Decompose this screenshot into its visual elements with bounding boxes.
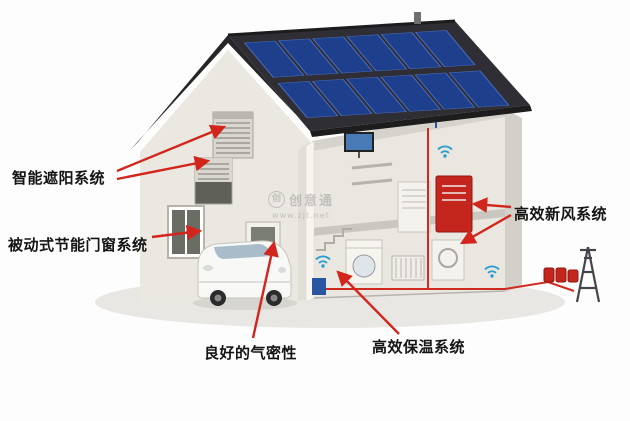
label-passive-windows-system: 被动式节能门窗系统 [8, 236, 148, 254]
arrow-insulation [336, 270, 400, 335]
radiator [391, 255, 425, 281]
arrow-airtightness [251, 240, 279, 339]
right-end-wall [505, 109, 522, 292]
shelf-unit [351, 162, 393, 186]
cut-wall-edge [305, 140, 315, 303]
hrv-white-unit [397, 181, 431, 233]
van [193, 240, 297, 310]
label-insulation-system: 高效保温系统 [372, 338, 466, 356]
roller-shutter-window-upper [212, 111, 254, 159]
staircase [316, 228, 352, 251]
solar-panel-array [243, 30, 510, 119]
power-tower-icon [575, 246, 601, 303]
control-box-blue [312, 278, 326, 295]
eave-fascia [310, 105, 532, 137]
fresh-air-unit-red [435, 175, 473, 233]
annotation-arrows [116, 124, 512, 339]
van-hubcap [214, 294, 222, 302]
label-fresh-air-system: 高效新风系统 [514, 205, 608, 223]
washing-machine [345, 239, 383, 285]
label-airtightness: 良好的气密性 [204, 344, 298, 362]
roller-shutter-window-lower [194, 157, 233, 205]
van-headlight [203, 265, 213, 271]
heat-pump-unit [431, 239, 465, 281]
roof-vent [414, 12, 421, 24]
arrow-freshair-lower [459, 213, 512, 245]
van-headlight [278, 267, 286, 273]
interior-ground-line [311, 290, 506, 299]
floor-pipe-red [316, 280, 575, 292]
arrow-windows [151, 224, 203, 241]
wall-monitor [344, 132, 374, 158]
van-hubcap [270, 294, 278, 302]
arrow-shading-upper [116, 124, 227, 173]
van-windshield [214, 244, 272, 259]
outdoor-radiators [543, 267, 579, 283]
arrow-shading-lower [116, 155, 211, 181]
label-smart-shading-system: 智能遮阳系统 [12, 169, 106, 187]
arrow-freshair-upper [471, 197, 512, 213]
roof [130, 12, 532, 150]
